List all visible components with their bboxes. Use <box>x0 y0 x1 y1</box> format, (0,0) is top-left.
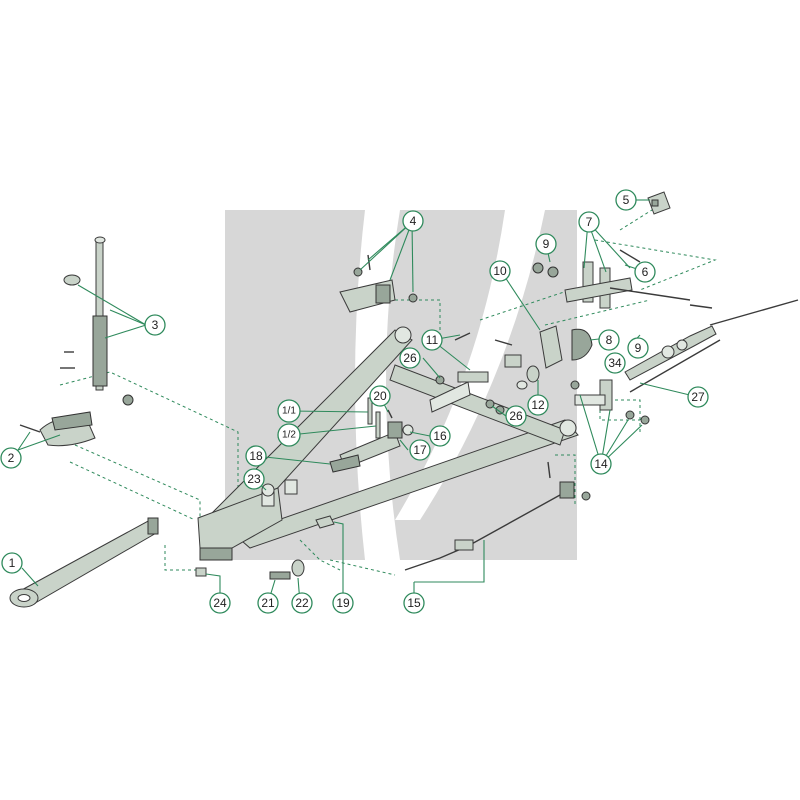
callout-21[interactable]: 21 <box>257 592 279 614</box>
svg-text:23: 23 <box>247 472 261 486</box>
callout-17[interactable]: 17 <box>409 439 431 461</box>
jack-stand-part <box>60 236 134 406</box>
svg-text:21: 21 <box>261 596 275 610</box>
svg-text:2: 2 <box>8 451 15 465</box>
nut-part <box>532 262 559 278</box>
jack-clamp-part <box>19 411 96 447</box>
svg-text:20: 20 <box>373 389 387 403</box>
callout-11[interactable]: 11 <box>421 329 443 351</box>
svg-text:19: 19 <box>336 596 350 610</box>
svg-text:26: 26 <box>403 351 417 365</box>
svg-text:10: 10 <box>493 264 507 278</box>
callout-19[interactable]: 19 <box>332 592 354 614</box>
callout-26b[interactable]: 26 <box>505 405 527 427</box>
callout-14[interactable]: 14 <box>590 453 612 475</box>
callout-26a[interactable]: 26 <box>399 347 421 369</box>
svg-text:9: 9 <box>635 341 642 355</box>
rod-15-part <box>404 461 591 571</box>
svg-text:27: 27 <box>691 390 705 404</box>
plate-assembly-part <box>564 249 691 309</box>
callout-12[interactable]: 12 <box>527 394 549 416</box>
svg-text:1/2: 1/2 <box>282 430 296 441</box>
svg-text:22: 22 <box>295 596 309 610</box>
callout-10[interactable]: 10 <box>489 260 511 282</box>
callout-16[interactable]: 16 <box>429 425 451 447</box>
svg-text:18: 18 <box>249 449 263 463</box>
callout-18[interactable]: 18 <box>245 445 267 467</box>
svg-text:14: 14 <box>594 457 608 471</box>
callout-6[interactable]: 6 <box>634 261 656 283</box>
callout-9a[interactable]: 9 <box>535 233 557 255</box>
block-part <box>647 191 671 215</box>
svg-text:4: 4 <box>410 214 417 228</box>
callout-7[interactable]: 7 <box>578 211 600 233</box>
svg-text:16: 16 <box>433 429 447 443</box>
link-plates-part <box>516 325 593 390</box>
svg-text:7: 7 <box>586 215 593 229</box>
svg-text:24: 24 <box>213 596 227 610</box>
callout-15[interactable]: 15 <box>403 592 425 614</box>
svg-text:11: 11 <box>426 333 439 347</box>
callout-4[interactable]: 4 <box>402 210 424 232</box>
svg-text:34: 34 <box>608 356 622 370</box>
callout-24[interactable]: 24 <box>209 592 231 614</box>
callout-23[interactable]: 23 <box>243 468 265 490</box>
small-parts <box>195 483 335 580</box>
callout-22[interactable]: 22 <box>291 592 313 614</box>
control-rod-part <box>624 299 799 393</box>
callout-27[interactable]: 27 <box>687 386 709 408</box>
callout-1-2[interactable]: 1/2 <box>277 423 301 447</box>
svg-text:1/1: 1/1 <box>282 406 296 417</box>
svg-text:26: 26 <box>509 409 523 423</box>
svg-text:3: 3 <box>152 318 159 332</box>
bracket-part <box>339 254 418 313</box>
svg-text:15: 15 <box>407 596 421 610</box>
svg-text:12: 12 <box>531 398 545 412</box>
callout-5[interactable]: 5 <box>615 189 637 211</box>
callout-8[interactable]: 8 <box>598 329 620 351</box>
callout-34[interactable]: 34 <box>604 352 626 374</box>
fastener-set-part <box>435 332 522 415</box>
callout-3[interactable]: 3 <box>144 314 166 336</box>
svg-text:8: 8 <box>606 333 613 347</box>
svg-text:17: 17 <box>413 443 427 457</box>
svg-text:6: 6 <box>642 265 649 279</box>
svg-text:1: 1 <box>9 556 16 570</box>
svg-text:5: 5 <box>623 193 630 207</box>
hitch-eye-icon <box>9 517 159 608</box>
callout-2[interactable]: 2 <box>0 447 22 469</box>
callout-1[interactable]: 1 <box>1 552 23 574</box>
bolt-assembly-part <box>570 379 650 425</box>
svg-text:9: 9 <box>543 237 550 251</box>
callout-1-1[interactable]: 1/1 <box>277 399 301 423</box>
callout-20[interactable]: 20 <box>369 385 391 407</box>
callout-9b[interactable]: 9 <box>627 337 649 359</box>
